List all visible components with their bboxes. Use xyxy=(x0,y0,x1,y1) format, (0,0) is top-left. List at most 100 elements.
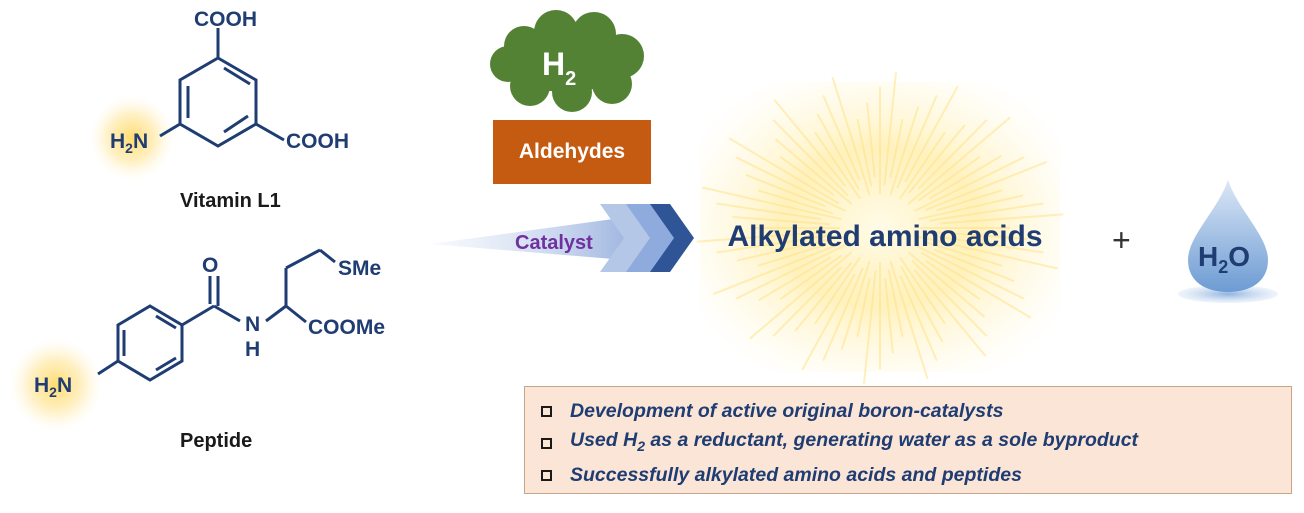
bullet-square-icon xyxy=(541,405,552,417)
peptide-coome: COOMe xyxy=(308,316,385,339)
burst-ray xyxy=(735,156,846,212)
benefit-text: Development of active original boron-cat… xyxy=(570,400,1004,422)
vitamin-l1-name: Vitamin L1 xyxy=(180,190,281,212)
burst-ray xyxy=(914,156,1025,212)
burst-ray xyxy=(816,113,860,190)
burst-ray xyxy=(856,278,871,338)
burst-ray xyxy=(735,244,846,300)
burst-ray xyxy=(938,235,1044,254)
water-label: H2O xyxy=(1198,241,1250,277)
burst-ray xyxy=(866,102,876,178)
burst-ray xyxy=(779,254,843,300)
burst-ray xyxy=(929,230,1028,240)
burst-ray xyxy=(745,173,826,208)
burst-ray xyxy=(822,95,861,181)
burst-ray xyxy=(889,260,929,380)
peptide-amine: H2N xyxy=(34,374,72,400)
burst-ray xyxy=(917,119,988,190)
burst-ray xyxy=(831,76,871,196)
burst-ray xyxy=(928,154,1002,200)
burst-ray xyxy=(814,256,861,325)
burst-ray xyxy=(918,194,1024,221)
burst-ray xyxy=(772,266,843,337)
burst-ray xyxy=(736,235,842,262)
benefit-item: Used H2 as a reductant, generating water… xyxy=(537,427,1291,459)
burst-ray xyxy=(728,137,840,205)
water-puddle xyxy=(1178,285,1278,303)
burst-ray xyxy=(840,260,871,350)
burst-ray xyxy=(925,259,981,300)
burst-ray xyxy=(889,106,920,196)
burst-ray xyxy=(779,156,835,197)
vitamin-cooh-top: COOH xyxy=(194,8,257,31)
burst-ray xyxy=(757,189,834,215)
amine-glow-peptide xyxy=(10,339,102,431)
burst-ray xyxy=(883,72,898,186)
burst-ray xyxy=(716,202,822,221)
burst-ray xyxy=(774,138,853,205)
burst-ray xyxy=(914,244,1025,300)
amine-glow-vitamin xyxy=(90,96,174,180)
burst-ray xyxy=(794,262,853,332)
water-drop-icon xyxy=(1188,180,1268,292)
h2-label: H2 xyxy=(542,46,576,90)
peptide-name: Peptide xyxy=(180,430,253,452)
burst-ray xyxy=(911,259,988,337)
benefit-text: Used H2 as a reductant, generating water… xyxy=(570,429,1139,454)
peptide-sme: SMe xyxy=(338,257,381,280)
burst-ray xyxy=(907,116,1011,205)
arrow-head xyxy=(650,204,694,272)
burst-ray xyxy=(899,256,946,325)
burst-ray xyxy=(936,189,1003,212)
burst-ray xyxy=(822,267,864,361)
benefits-box: Development of active original boron-cat… xyxy=(524,386,1292,494)
burst-ray xyxy=(758,256,832,302)
benefit-item: Successfully alkylated amino acids and p… xyxy=(537,459,1291,491)
catalyst-wedge xyxy=(430,214,650,262)
burst-ray xyxy=(934,248,1015,283)
burst-ray xyxy=(900,266,944,343)
burst-ray xyxy=(907,124,966,194)
burst-ray xyxy=(899,131,946,200)
burst-ray xyxy=(696,231,821,243)
burst-ray xyxy=(920,251,1032,319)
benefit-item: Development of active original boron-cat… xyxy=(537,395,1291,427)
burst-ray xyxy=(814,131,861,200)
burst-ray xyxy=(749,251,853,340)
burst-ray xyxy=(917,156,981,202)
burst-ray xyxy=(907,251,986,318)
bullet-square-icon xyxy=(541,469,552,481)
burst-ray xyxy=(716,234,831,254)
burst-ray xyxy=(904,85,959,183)
peptide-structure xyxy=(97,248,336,382)
product-burst xyxy=(696,72,1064,384)
vitamin-l1-structure xyxy=(159,28,285,148)
peptide-hydrogen: H xyxy=(245,338,260,361)
benefit-text: Successfully alkylated amino acids and p… xyxy=(570,464,1022,486)
burst-ray xyxy=(884,278,894,354)
aldehydes-box: Aldehydes xyxy=(493,120,651,184)
burst-ray xyxy=(924,160,1048,211)
burst-ray xyxy=(918,235,1058,270)
burst-ray xyxy=(929,202,1044,222)
burst-ray xyxy=(889,118,904,178)
burst-ray xyxy=(926,241,1003,267)
h2-cloud xyxy=(490,10,644,112)
vitamin-cooh-right: COOH xyxy=(286,130,349,153)
peptide-oxygen: O xyxy=(202,254,218,277)
burst-ray xyxy=(913,269,987,357)
burst-ray xyxy=(899,275,938,361)
plus-sign: + xyxy=(1112,222,1131,258)
burst-ray xyxy=(732,216,831,226)
burst-ray xyxy=(757,244,824,267)
bullet-square-icon xyxy=(541,437,552,449)
burst-ray xyxy=(856,118,873,187)
peptide-nitrogen: N xyxy=(245,313,260,336)
burst-ray xyxy=(801,273,856,371)
catalyst-label: Catalyst xyxy=(515,232,593,254)
burst-ray xyxy=(939,213,1064,225)
burst-ray xyxy=(702,186,842,221)
burst-ray xyxy=(862,270,877,384)
vitamin-amine: H2N xyxy=(110,130,148,156)
